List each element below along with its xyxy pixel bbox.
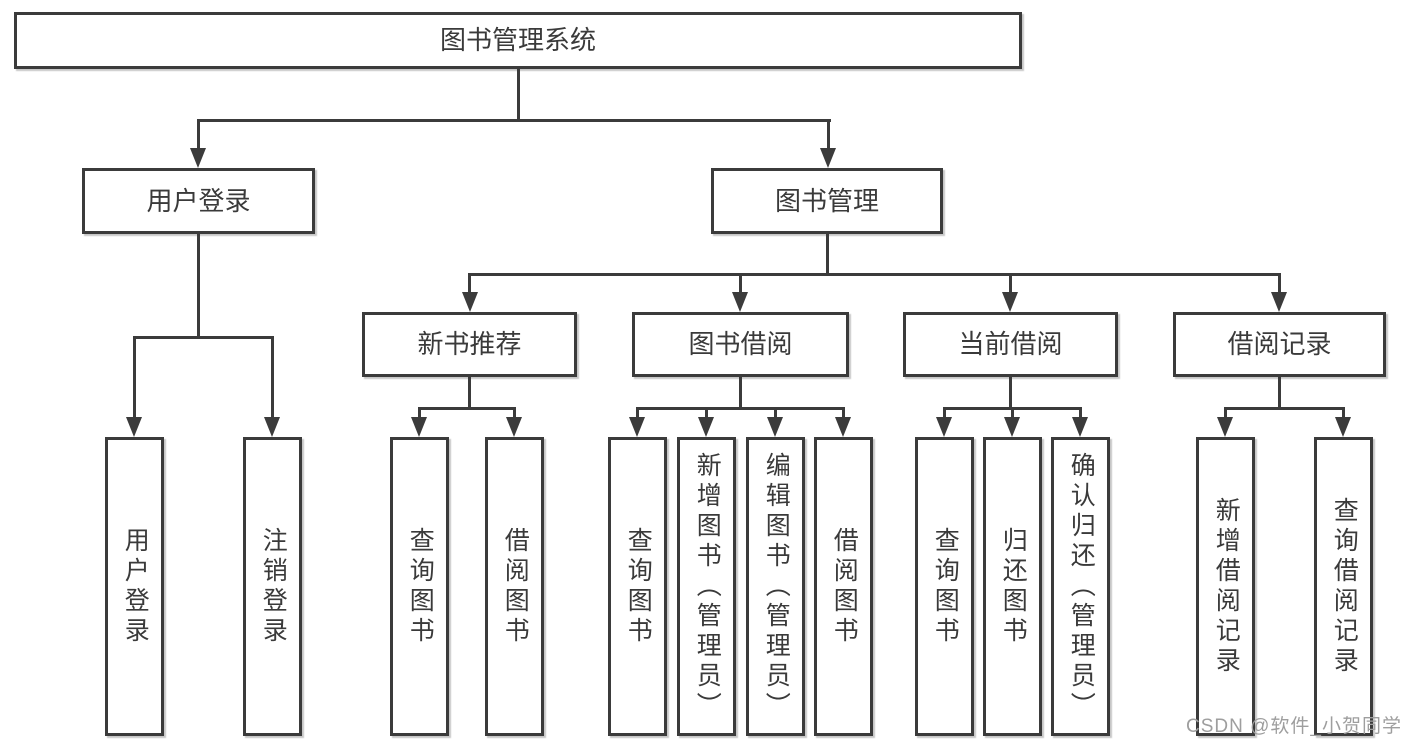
connector-book-borrow-stem [739, 377, 742, 408]
arrow-down-icon [1002, 292, 1018, 312]
connector-drop [1079, 407, 1082, 421]
arrow-down-icon [126, 417, 142, 437]
node-user-login: 用户登录 [82, 168, 315, 234]
connector-new-book-bus [418, 407, 516, 410]
connector-new-book-stem [468, 377, 471, 408]
connector-current-borrow-stem [1009, 377, 1012, 408]
connector-user-login-bus [133, 336, 273, 339]
node-current-borrow: 当前借阅 [903, 312, 1118, 377]
leaf-user-login: 用户登录 [105, 437, 164, 736]
connector-drop [943, 407, 946, 421]
arrow-down-icon [264, 417, 280, 437]
connector-drop [774, 407, 777, 421]
arrow-down-icon [1271, 292, 1287, 312]
connector-drop [636, 407, 639, 421]
leaf-return-books: 归还图书 [983, 437, 1042, 736]
connector-root-stem [517, 69, 520, 119]
arrow-down-icon [1335, 417, 1351, 437]
arrow-down-icon [1004, 417, 1020, 437]
node-library-management-system: 图书管理系统 [14, 12, 1022, 69]
csdn-watermark: CSDN @软件_小贺同学 [1186, 716, 1402, 737]
arrow-down-icon [629, 417, 645, 437]
leaf-query-books-borrow: 查询图书 [608, 437, 667, 736]
arrow-down-icon [732, 292, 748, 312]
connector-drop [513, 407, 516, 421]
leaf-borrow-books-recommend: 借阅图书 [485, 437, 544, 736]
node-book-borrow: 图书借阅 [632, 312, 849, 377]
connector-drop [1011, 407, 1014, 421]
connector-drop-current-borrow [1009, 273, 1012, 295]
leaf-query-books-recommend: 查询图书 [390, 437, 449, 736]
arrow-down-icon [1217, 417, 1233, 437]
connector-drop [1342, 407, 1345, 421]
arrow-down-icon [411, 417, 427, 437]
arrow-down-icon [936, 417, 952, 437]
node-book-management: 图书管理 [711, 168, 943, 234]
connector-drop-leaf-user-login [133, 336, 136, 420]
connector-drop-book-borrow [739, 273, 742, 295]
connector-drop [705, 407, 708, 421]
arrow-down-icon [698, 417, 714, 437]
arrow-down-icon [767, 417, 783, 437]
node-new-book-recommend: 新书推荐 [362, 312, 577, 377]
leaf-edit-books-admin: 编辑图书（管理员） [746, 437, 805, 736]
arrow-down-icon [835, 417, 851, 437]
connector-drop-user-login [197, 119, 200, 150]
connector-drop [418, 407, 421, 421]
leaf-borrow-books: 借阅图书 [814, 437, 873, 736]
arrow-down-icon [190, 148, 206, 168]
connector-book-management-bus [468, 273, 1281, 276]
connector-book-borrow-bus [636, 407, 844, 410]
connector-drop-new-book [468, 273, 471, 295]
leaf-logout-login: 注销登录 [243, 437, 302, 736]
leaf-query-books-current: 查询图书 [915, 437, 974, 736]
arrow-down-icon [506, 417, 522, 437]
connector-root-bus [197, 119, 831, 122]
connector-borrow-record-bus [1224, 407, 1344, 410]
leaf-confirm-return-admin: 确认归还（管理员） [1051, 437, 1110, 736]
connector-drop-book-management [827, 119, 830, 150]
leaf-add-books-admin: 新增图书（管理员） [677, 437, 736, 736]
connector-drop [1224, 407, 1227, 421]
connector-user-login-stem [197, 234, 200, 336]
connector-borrow-record-stem [1278, 377, 1281, 408]
connector-drop-borrow-record [1278, 273, 1281, 295]
leaf-add-borrow-record: 新增借阅记录 [1196, 437, 1255, 736]
arrow-down-icon [1072, 417, 1088, 437]
connector-drop [842, 407, 845, 421]
arrow-down-icon [462, 292, 478, 312]
connector-book-management-stem [826, 234, 829, 275]
arrow-down-icon [820, 148, 836, 168]
leaf-query-borrow-record: 查询借阅记录 [1314, 437, 1373, 736]
node-borrow-record: 借阅记录 [1173, 312, 1386, 377]
connector-drop-leaf-logout [271, 336, 274, 420]
